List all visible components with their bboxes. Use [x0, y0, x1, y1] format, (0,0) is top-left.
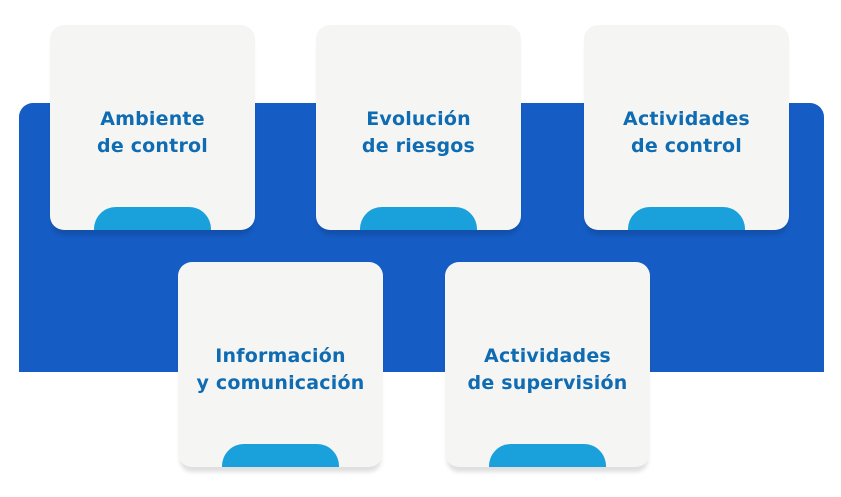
card-label: Evolución de riesgos	[316, 106, 521, 160]
label-line-2: de control	[631, 135, 742, 157]
label-line-1: Ambiente	[100, 108, 205, 130]
label-line-2: de control	[97, 135, 208, 157]
label-line-1: Actividades	[623, 108, 750, 130]
card-label: Información y comunicación	[178, 343, 383, 397]
card-informacion-y-comunicacion[interactable]: Información y comunicación	[178, 262, 383, 467]
label-line-2: de riesgos	[361, 135, 476, 157]
label-line-1: Información	[215, 345, 346, 367]
label-line-2: y comunicación	[196, 372, 365, 394]
card-actividades-de-supervision[interactable]: Actividades de supervisión	[445, 262, 650, 467]
label-line-2: de supervisión	[467, 372, 628, 394]
card-evolucion-de-riesgos[interactable]: Evolución de riesgos	[316, 25, 521, 230]
label-line-1: Actividades	[484, 345, 611, 367]
card-tab	[489, 444, 606, 467]
card-tab	[222, 444, 339, 467]
card-label: Ambiente de control	[50, 106, 255, 160]
card-ambiente-de-control[interactable]: Ambiente de control	[50, 25, 255, 230]
card-actividades-de-control[interactable]: Actividades de control	[584, 25, 789, 230]
card-tab	[360, 207, 477, 230]
card-tab	[628, 207, 745, 230]
card-label: Actividades de supervisión	[445, 343, 650, 397]
card-tab	[94, 207, 211, 230]
label-line-1: Evolución	[366, 108, 471, 130]
card-label: Actividades de control	[584, 106, 789, 160]
